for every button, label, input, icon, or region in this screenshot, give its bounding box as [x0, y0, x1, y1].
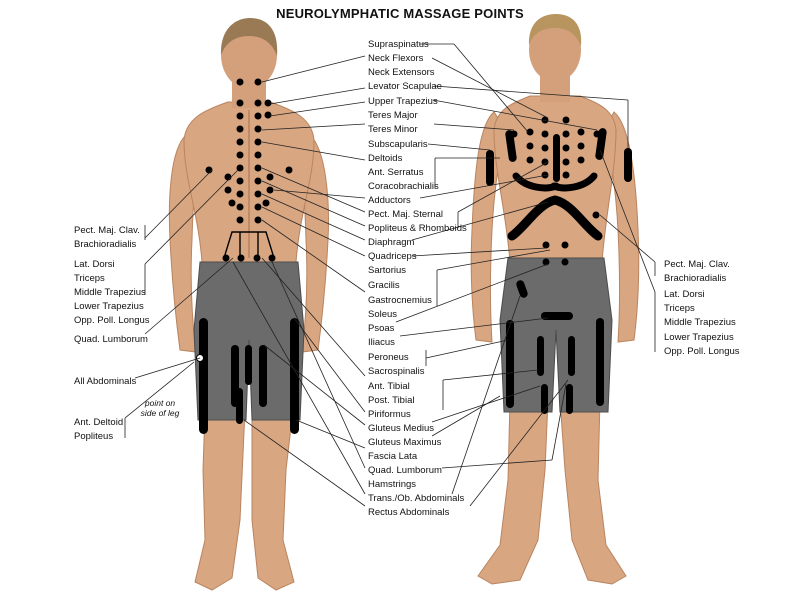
label-coracobrachialis: Coracobrachialis [368, 181, 439, 192]
label-neck-extensors: Neck Extensors [368, 67, 435, 78]
label-deltoids: Deltoids [368, 153, 403, 164]
label-popliteus-rhomboids: Popliteus & Rhomboids [368, 223, 467, 234]
back-view-points [199, 78, 299, 434]
label-neck-flexors: Neck Flexors [368, 53, 424, 64]
label-gracilis: Gracilis [368, 280, 400, 291]
right-label-pect-maj-clav: Pect. Maj. Clav. [664, 259, 730, 270]
label-ant-tibial: Ant. Tibial [368, 381, 410, 392]
right-label-lower-trapezius: Lower Trapezius [664, 332, 734, 343]
right-label-triceps: Triceps [664, 303, 695, 314]
label-ant-serratus: Ant. Serratus [368, 167, 424, 178]
note-line-1: point on [144, 398, 176, 408]
label-gastrocnemius: Gastrocnemius [368, 295, 432, 306]
right-label-middle-trapezius: Middle Trapezius [664, 317, 736, 328]
left-label-popliteus: Popliteus [74, 431, 114, 442]
label-post-tibial: Post. Tibial [368, 395, 415, 406]
left-label-lower-trapezius: Lower Trapezius [74, 301, 144, 312]
label-teres-major: Teres Major [368, 110, 418, 121]
label-trans-ob-abdominals: Trans./Ob. Abdominals [368, 493, 465, 504]
label-quad-lumborum: Quad. Lumborum [368, 465, 442, 476]
left-label-all-abdominals: All Abdominals [74, 376, 137, 387]
left-label-brachioradialis: Brachioradialis [74, 239, 137, 250]
note-line-2: side of leg [140, 408, 180, 418]
front-view-figure [470, 14, 640, 585]
left-label-middle-trapezius: Middle Trapezius [74, 287, 146, 298]
label-rectus-abdominals: Rectus Abdominals [368, 507, 450, 518]
back-view-figure [168, 18, 329, 591]
front-view-points [486, 116, 632, 414]
label-soleus: Soleus [368, 309, 398, 320]
label-iliacus: Iliacus [368, 337, 395, 348]
label-gluteus-medius: Gluteus Medius [368, 423, 435, 434]
right-label-opp-poll-longus: Opp. Poll. Longus [664, 346, 740, 357]
label-subscapularis: Subscapularis [368, 139, 428, 150]
label-piriformus: Piriformus [368, 409, 411, 420]
label-fascia-lata: Fascia Lata [368, 451, 418, 462]
left-label-lat-dorsi: Lat. Dorsi [74, 259, 115, 270]
left-label-pect-maj-clav: Pect. Maj. Clav. [74, 225, 140, 236]
label-adductors: Adductors [368, 195, 411, 206]
label-quadriceps: Quadriceps [368, 251, 417, 262]
left-label-opp-poll-longus: Opp. Poll. Longus [74, 315, 150, 326]
label-upper-trapezius: Upper Trapezius [368, 96, 438, 107]
label-pect-maj-sternal: Pect. Maj. Sternal [368, 209, 443, 220]
left-label-quad-lumborum: Quad. Lumborum [74, 334, 148, 345]
diagram-title: NEUROLYMPHATIC MASSAGE POINTS [276, 6, 524, 21]
leader-lines [124, 43, 656, 507]
label-sacrospinalis: Sacrospinalis [368, 366, 425, 377]
right-label-brachioradialis: Brachioradialis [664, 273, 727, 284]
left-label-ant-deltoid: Ant. Deltoid [74, 417, 124, 428]
left-label-triceps: Triceps [74, 273, 105, 284]
label-hamstrings: Hamstrings [368, 479, 417, 490]
label-supraspinatus: Supraspinatus [368, 39, 429, 50]
right-label-lat-dorsi: Lat. Dorsi [664, 289, 705, 300]
label-sartorius: Sartorius [368, 265, 407, 276]
label-levator-scapulae: Levator Scapulae [368, 81, 442, 92]
label-teres-minor: Teres Minor [368, 124, 418, 135]
side-of-leg-note: point on side of leg [130, 398, 190, 418]
label-peroneus: Peroneus [368, 352, 409, 363]
label-diaphragm: Diaphragm [368, 237, 415, 248]
label-psoas: Psoas [368, 323, 395, 334]
label-gluteus-maximus: Gluteus Maximus [368, 437, 442, 448]
